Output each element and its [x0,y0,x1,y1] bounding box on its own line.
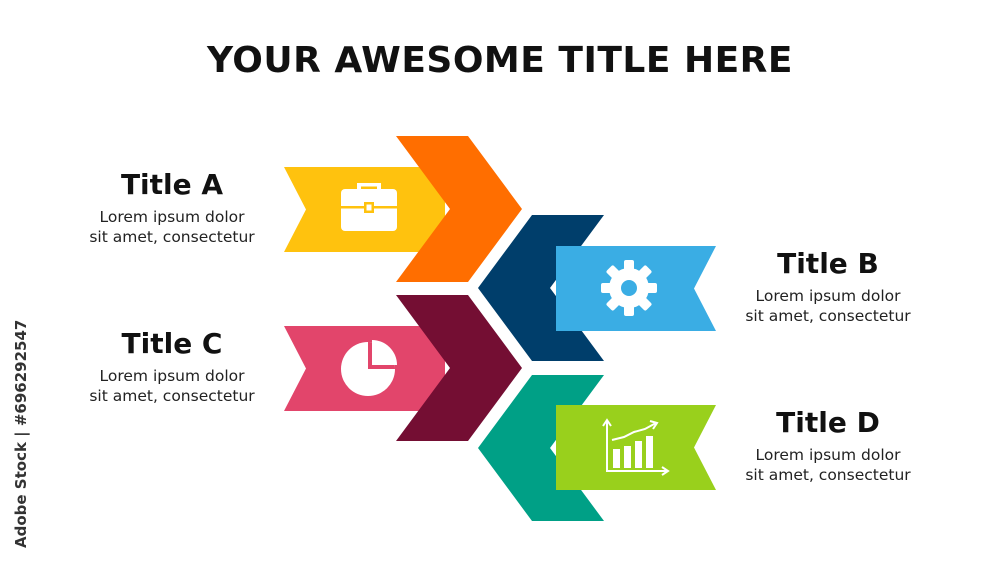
item-b-title: Title B [777,247,879,280]
item-d-title: Title D [776,406,880,439]
bar-chart-icon [602,418,670,476]
item-c-title: Title C [121,327,223,360]
pie-chart-icon [341,340,397,396]
gear-icon [601,260,657,316]
item-a-title: Title A [120,168,224,201]
chevron-a [396,136,522,282]
briefcase-icon [341,183,397,231]
chevron-c [396,295,522,441]
page-title: YOUR AWESOME TITLE HERE [206,40,793,81]
stock-credit: Adobe Stock | #696292547 [12,319,30,548]
